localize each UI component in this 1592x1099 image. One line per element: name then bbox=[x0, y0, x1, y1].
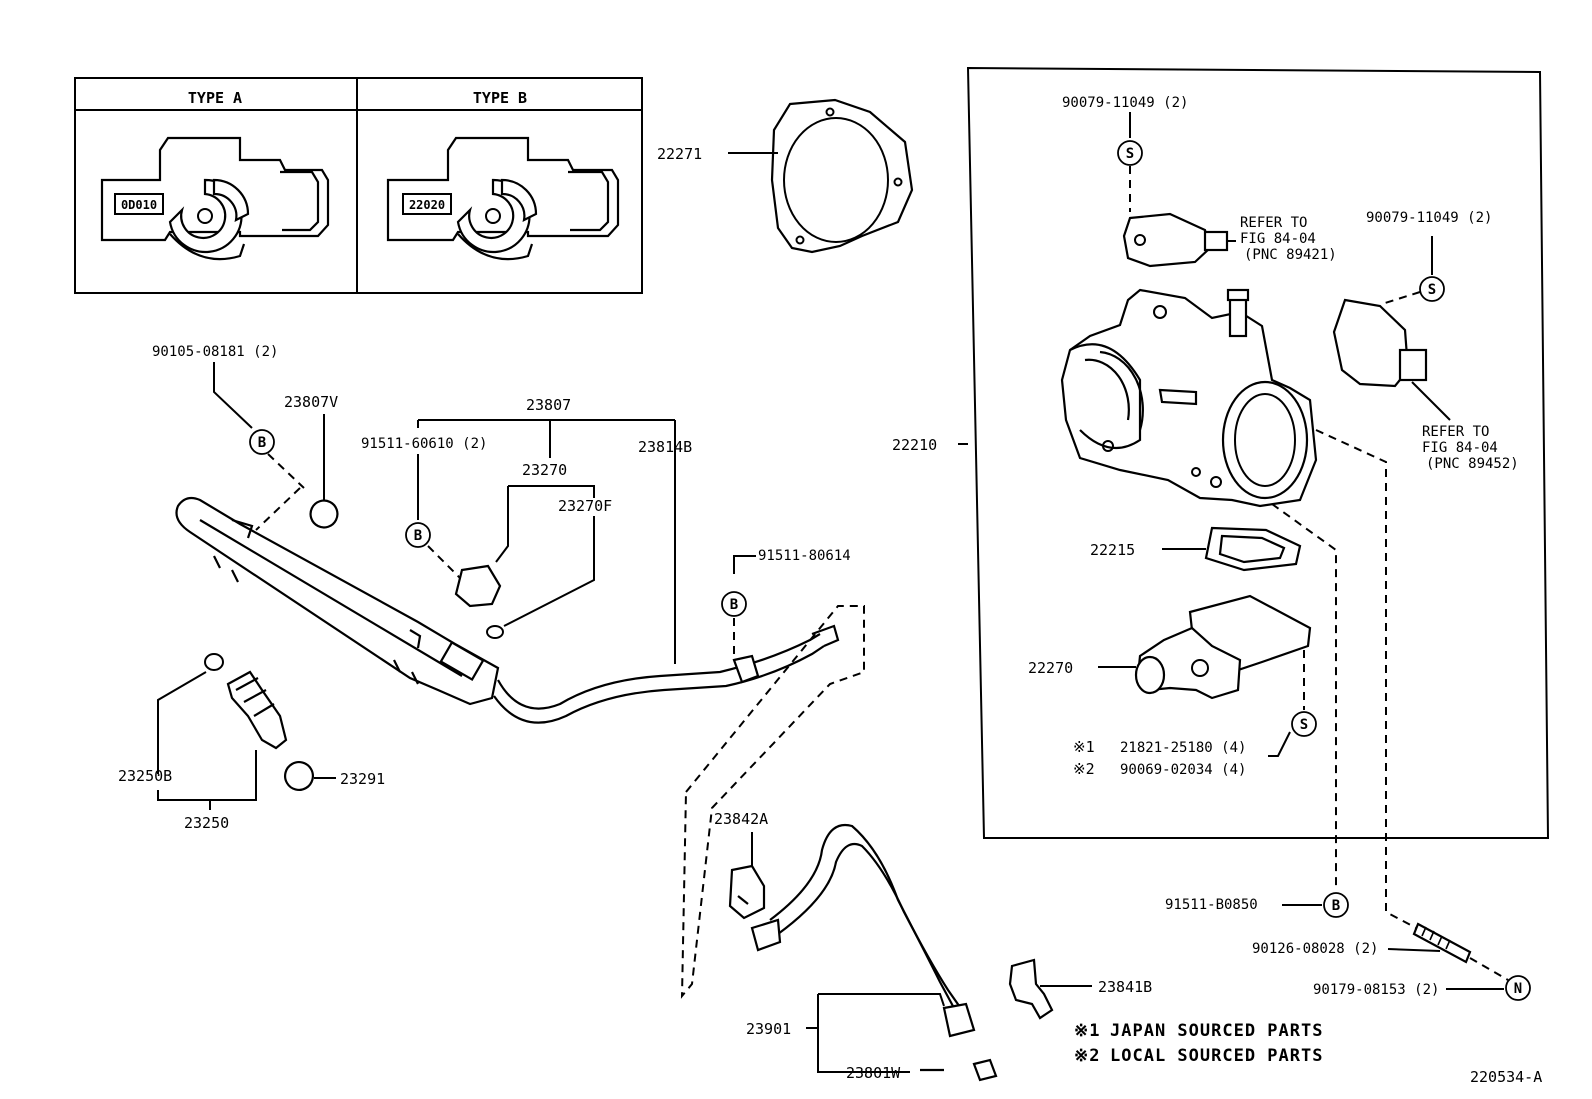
type-a-code-box bbox=[114, 193, 164, 215]
iac-screw-callout-line bbox=[1268, 731, 1291, 757]
refer2-line3: (PNC 89452) bbox=[1426, 456, 1519, 472]
hose-group-dashed-outline bbox=[680, 605, 865, 999]
type-b-code: 22020 bbox=[409, 198, 445, 212]
clip-23807v bbox=[309, 499, 339, 529]
refer1-line2: FIG 84-04 bbox=[1240, 231, 1316, 247]
bolt-symbol-b-pd-label: B bbox=[414, 528, 422, 544]
nut-90179-08153: N 90179-08153 (2) bbox=[1313, 975, 1531, 1001]
label-91511-b0850: 91511-B0850 bbox=[1165, 897, 1258, 913]
type-b-sensor-drawing: 22020 bbox=[386, 136, 620, 261]
label-23807v: 23807V bbox=[284, 393, 338, 411]
label-23814b: 23814B bbox=[638, 438, 692, 456]
fuel-rail-23807 bbox=[175, 496, 840, 724]
label-23841b: 23841B bbox=[1098, 978, 1152, 996]
refer1-line3: (PNC 89421) bbox=[1244, 247, 1337, 263]
label-22210: 22210 bbox=[892, 436, 937, 454]
bolt-symbol-b-80614 bbox=[721, 591, 747, 617]
legend-mark-1: ※1 bbox=[1074, 1021, 1100, 1041]
throttle-body-frame bbox=[966, 66, 1550, 839]
stud-90126-08028: 90126-08028 (2) bbox=[1252, 922, 1509, 981]
note1-mark: ※1 bbox=[1073, 738, 1095, 756]
nut-symbol-n-label: N bbox=[1514, 981, 1522, 997]
screw-symbol-s-iac-label: S bbox=[1300, 717, 1308, 733]
label-23291: 23291 bbox=[340, 770, 385, 788]
bolt-symbol-b-pd bbox=[405, 522, 431, 548]
label-23270: 23270 bbox=[522, 461, 567, 479]
throttle-position-sensor-right: 90079-11049 (2) S REFER TO FIG 84-04 (PN… bbox=[1332, 210, 1519, 472]
type-a-code: 0D010 bbox=[121, 198, 157, 212]
screw-symbol-s-label: S bbox=[1126, 146, 1134, 162]
clip-23801w bbox=[972, 1058, 998, 1082]
type-a-sensor-drawing: 0D010 bbox=[100, 136, 330, 261]
type-b-header: TYPE B bbox=[473, 89, 527, 107]
throttle-body-22210 bbox=[1060, 288, 1318, 508]
bolt-symbol-b-rail-label: B bbox=[258, 435, 266, 451]
legend-line-2: LOCAL SOURCED PARTS bbox=[1110, 1046, 1323, 1066]
hose-clamp-23842a: 23842A bbox=[714, 810, 768, 920]
label-90079-top: 90079-11049 (2) bbox=[1062, 95, 1188, 111]
throttle-body-gasket-22271: 22271 bbox=[657, 98, 914, 254]
pulsation-damper-23270 bbox=[454, 564, 502, 608]
label-22215: 22215 bbox=[1090, 541, 1135, 559]
label-23901: 23901 bbox=[746, 1020, 791, 1038]
label-23250b: 23250B bbox=[118, 767, 172, 785]
refer1-line1: REFER TO bbox=[1240, 215, 1307, 231]
bolt-91511-80614: 91511-80614 B bbox=[721, 548, 851, 658]
label-23250: 23250 bbox=[184, 814, 229, 832]
label-22270-iac: 22270 bbox=[1028, 659, 1073, 677]
label-90179: 90179-08153 (2) bbox=[1313, 982, 1439, 998]
idle-air-control-valve-22270: 22270 bbox=[1028, 594, 1312, 700]
label-91511-80614: 91511-80614 bbox=[758, 548, 851, 564]
bolt-symbol-b-rail bbox=[249, 429, 275, 455]
label-23801w: 23801W bbox=[846, 1064, 901, 1082]
legend-line-1: JAPAN SOURCED PARTS bbox=[1110, 1021, 1323, 1041]
refer2-line2: FIG 84-04 bbox=[1422, 440, 1498, 456]
bolt-symbol-b-label: B bbox=[1332, 898, 1340, 914]
fuel-hose-23901: 23901 23801W bbox=[746, 823, 998, 1082]
label-22271: 22271 bbox=[657, 145, 702, 163]
refer2-line1: REFER TO bbox=[1422, 424, 1489, 440]
label-23842a: 23842A bbox=[714, 810, 768, 828]
fuel-rail-callouts: 90105-08181 (2) B 23807V 23807 91511-606… bbox=[152, 344, 692, 664]
throttle-position-sensor-top: 90079-11049 (2) S REFER TO FIG 84-04 (PN… bbox=[1062, 95, 1337, 268]
grommet-23291 bbox=[284, 761, 314, 791]
fuel-injector-23250: 23250B 23250 23291 bbox=[118, 653, 385, 832]
screw-symbol-s bbox=[1117, 140, 1143, 166]
label-23270f: 23270F bbox=[558, 497, 612, 515]
label-90105: 90105-08181 (2) bbox=[152, 344, 278, 360]
label-23807: 23807 bbox=[526, 396, 571, 414]
label-90069: 90069-02034 (4) bbox=[1120, 762, 1246, 778]
o-ring-23270f bbox=[486, 625, 504, 639]
type-b-code-box bbox=[402, 193, 452, 215]
label-91511-60610: 91511-60610 (2) bbox=[361, 436, 487, 452]
screw-symbol-s-right-label: S bbox=[1428, 282, 1436, 298]
stud-leader-dashed bbox=[1315, 429, 1421, 931]
label-90079-right: 90079-11049 (2) bbox=[1366, 210, 1492, 226]
screw-symbol-s-iac bbox=[1291, 711, 1317, 737]
label-21821: 21821-25180 (4) bbox=[1120, 740, 1246, 756]
sourcing-legend: ※1 JAPAN SOURCED PARTS ※2 LOCAL SOURCED … bbox=[1074, 1021, 1323, 1066]
o-ring-23250b bbox=[204, 653, 224, 671]
label-90126: 90126-08028 (2) bbox=[1252, 941, 1378, 957]
bolt-symbol-b bbox=[1323, 892, 1349, 918]
note2-mark: ※2 bbox=[1073, 760, 1095, 778]
figure-id: 220534-A bbox=[1470, 1068, 1542, 1086]
nut-symbol-n bbox=[1505, 975, 1531, 1001]
type-a-header: TYPE A bbox=[188, 89, 242, 107]
legend-mark-2: ※2 bbox=[1074, 1046, 1100, 1066]
bolt-91511-b0850: 91511-B0850 B bbox=[1165, 892, 1349, 918]
gasket-22215: 22215 bbox=[1090, 526, 1302, 572]
bolt-symbol-b-80614-label: B bbox=[730, 597, 738, 613]
bracket-23841b: 23841B bbox=[1008, 958, 1152, 1020]
type-variant-box: TYPE A TYPE B 0D010 22020 bbox=[74, 77, 643, 294]
screw-symbol-s-right bbox=[1419, 276, 1445, 302]
